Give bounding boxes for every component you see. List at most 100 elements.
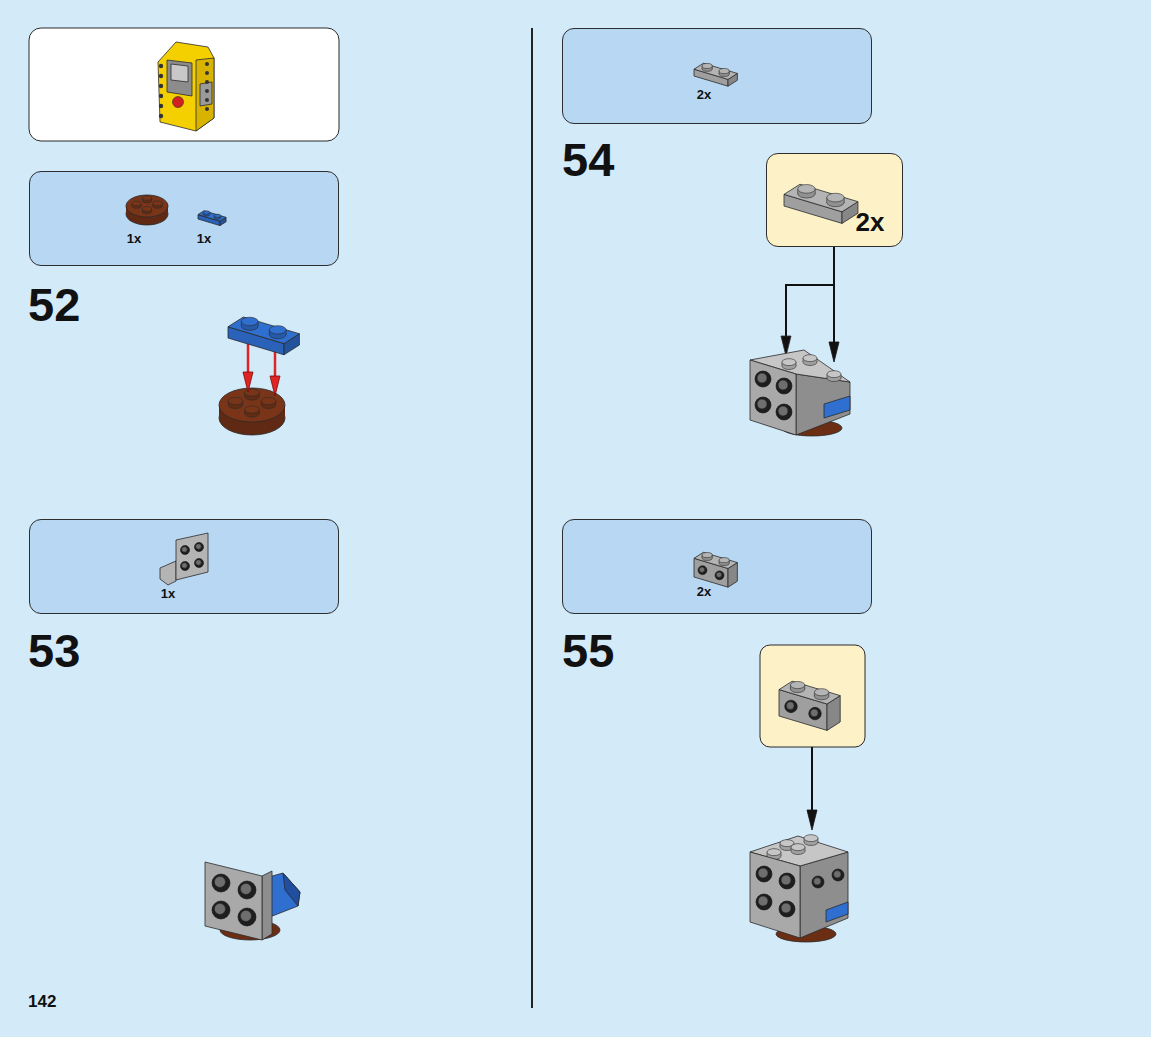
part-drawing (694, 552, 737, 587)
stud-top (214, 214, 221, 217)
part-face (262, 871, 272, 940)
part-drawing (160, 533, 208, 585)
side-stud (195, 543, 204, 552)
side-stud-top (758, 868, 768, 878)
stud-top (719, 69, 729, 74)
part-face (158, 42, 214, 131)
quantity: 2x (697, 585, 711, 598)
side-stud (212, 874, 230, 892)
side-stud-top (778, 380, 788, 390)
side-stud-top (196, 560, 202, 566)
quantity: 1x (127, 232, 141, 245)
stud-top (798, 185, 815, 194)
side-stud-top (834, 871, 841, 878)
arrow-head (807, 810, 817, 830)
step-53-model (205, 862, 300, 940)
stud-dot (205, 71, 209, 75)
part-face (750, 852, 800, 938)
side-stud-top (214, 876, 225, 887)
part-top (784, 184, 858, 212)
side-stud-top (758, 896, 768, 906)
stud-dot (159, 64, 163, 68)
part-drawing (784, 184, 858, 223)
step-number: 53 (28, 627, 80, 674)
part-top (228, 317, 299, 344)
side-stud-top (757, 373, 767, 383)
arrow-line (833, 247, 835, 344)
side-stud-top (757, 399, 767, 409)
side-stud (776, 378, 792, 394)
arrow-line (247, 344, 250, 374)
parts-list: 1x (29, 519, 339, 614)
parts-list: 2x (562, 519, 872, 614)
side-stud (238, 908, 256, 926)
column-divider (531, 28, 533, 1008)
part-icon (562, 519, 872, 614)
stud-dot (205, 107, 209, 111)
part-face (796, 374, 850, 435)
side-stud (756, 866, 772, 882)
stud-top (269, 326, 286, 334)
stud-top (791, 844, 805, 851)
part-face (200, 82, 212, 106)
part-drawing (694, 63, 737, 86)
part-face (800, 852, 848, 938)
stud-dot (159, 84, 163, 88)
side-stud (832, 869, 844, 881)
side-stud (195, 559, 204, 568)
part-callout: 2x (766, 153, 903, 247)
side-stud-top (814, 878, 821, 885)
stud-top (804, 835, 818, 842)
stud-dot (205, 98, 209, 102)
stud-top (719, 558, 729, 563)
side-stud-top (699, 567, 704, 572)
round-plate-top (126, 195, 168, 217)
side-stud (755, 397, 771, 413)
side-stud-top (778, 406, 788, 416)
side-stud-top (240, 910, 251, 921)
side-stud (212, 901, 230, 919)
side-stud (181, 546, 190, 555)
stud-top (827, 371, 841, 378)
quantity: 1x (197, 232, 211, 245)
part-face (160, 561, 176, 585)
side-stud-top (810, 709, 818, 717)
side-stud (776, 404, 792, 420)
parts-list: 2x (562, 28, 872, 124)
side-stud-top (781, 903, 791, 913)
part-face (283, 873, 300, 906)
side-stud (181, 562, 190, 571)
arrow-line (811, 747, 813, 812)
side-stud-top (182, 563, 188, 569)
step-number: 52 (28, 281, 80, 328)
stud-dot (159, 104, 163, 108)
yellow-model (158, 42, 214, 131)
stud-dot (205, 80, 209, 84)
part-face (196, 58, 214, 131)
side-stud (756, 894, 772, 910)
quantity: 2x (697, 88, 711, 101)
stud-top (702, 553, 712, 558)
part-face (205, 862, 262, 940)
stud-top (245, 389, 260, 396)
step-number: 55 (562, 627, 614, 674)
part-face (171, 64, 188, 82)
step-number: 54 (562, 136, 614, 183)
stud-top (782, 359, 796, 366)
stud-top (790, 681, 804, 688)
red-button (173, 97, 184, 108)
side-stud (785, 700, 797, 712)
part-face (824, 396, 850, 418)
side-stud-top (240, 883, 251, 894)
arrow-line (786, 285, 834, 338)
parts-list: 1x 1x (29, 171, 339, 266)
quantity: 1x (161, 587, 175, 600)
stud-top (245, 406, 260, 413)
stud-dot (159, 74, 163, 78)
part-top (198, 211, 226, 221)
side-stud-top (196, 544, 202, 550)
arrow-head (829, 342, 839, 362)
stud-top (827, 193, 844, 202)
